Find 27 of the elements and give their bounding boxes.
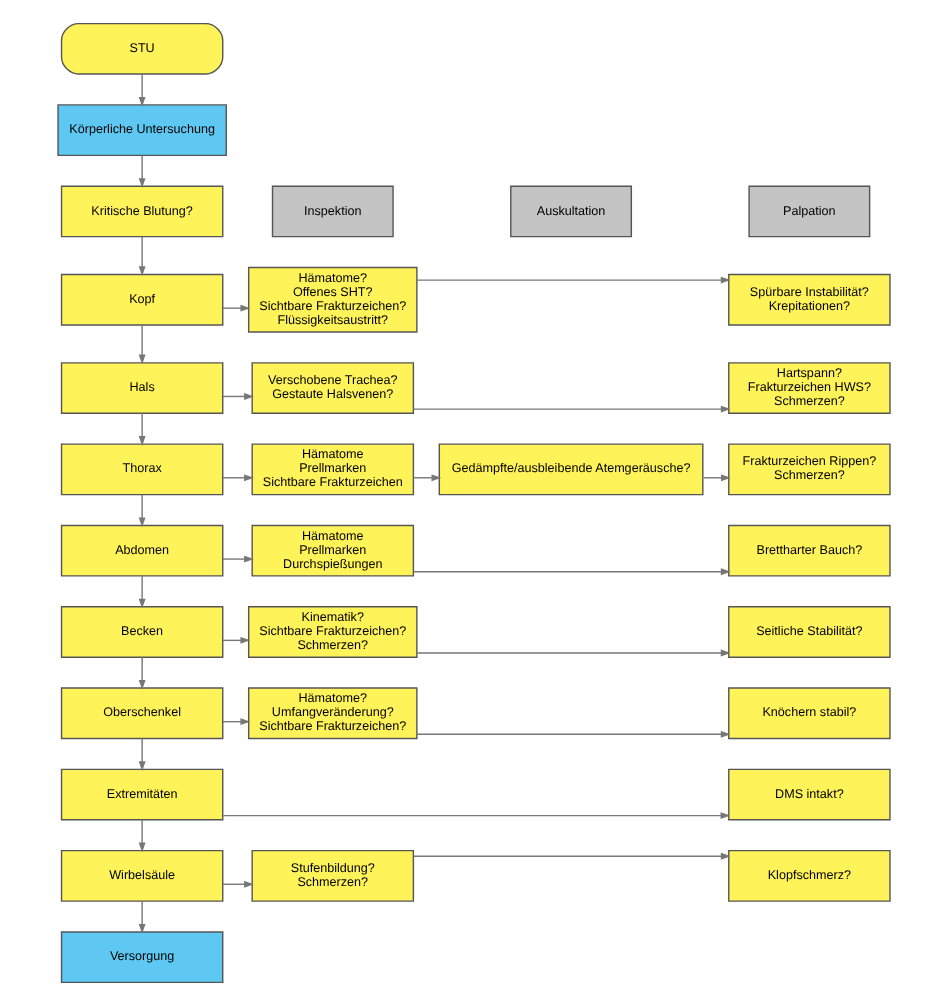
arrow: [138, 899, 146, 933]
arrow: [412, 851, 731, 859]
arrow: [138, 736, 146, 771]
arrow: [138, 72, 146, 106]
arrow: [416, 275, 731, 283]
arrow: [138, 235, 146, 276]
arrow: [138, 323, 146, 364]
arrow: [412, 473, 442, 481]
arrow: [222, 879, 254, 887]
arrow: [138, 492, 146, 527]
arrow: [222, 303, 251, 311]
arrow: [222, 473, 254, 481]
arrow: [138, 153, 146, 188]
arrow: [222, 392, 254, 399]
arrow: [222, 717, 251, 725]
arrow: [138, 818, 146, 852]
arrow: [412, 567, 731, 575]
arrow: [138, 655, 146, 689]
arrow: [416, 648, 731, 656]
arrow: [412, 404, 731, 412]
arrow: [702, 473, 731, 481]
arrow: [138, 411, 146, 445]
arrow: [222, 811, 731, 819]
arrow: [222, 554, 254, 562]
arrow: [138, 574, 146, 608]
arrow: [222, 635, 251, 643]
arrow: [416, 729, 731, 737]
